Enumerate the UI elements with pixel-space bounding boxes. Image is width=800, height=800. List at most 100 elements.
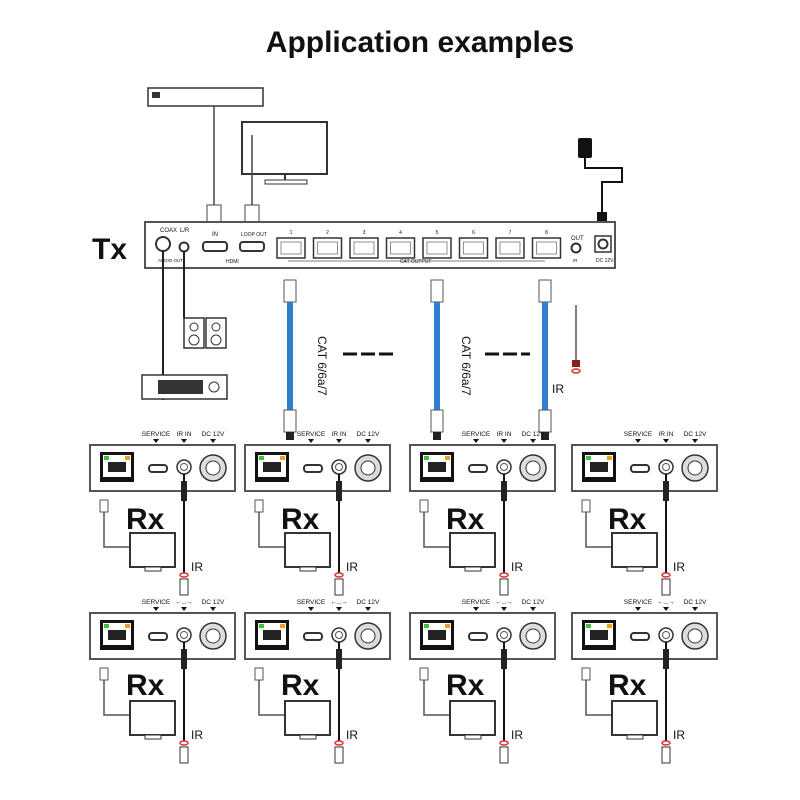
rj45-port[interactable] (582, 452, 616, 482)
ir-in-port[interactable] (331, 459, 347, 475)
dc-label: DC 12V (596, 258, 614, 264)
cat-output-port-3[interactable]: 3 (349, 230, 379, 259)
ir-in-port[interactable] (176, 459, 192, 475)
rj45-port[interactable] (255, 452, 289, 482)
rx-ir-label: IR (191, 560, 203, 574)
cat-output-port-4[interactable]: 4 (385, 230, 416, 259)
service-usb-port[interactable] (303, 464, 323, 473)
hdmi-in-label: IN (212, 232, 218, 238)
cat-output-port-5[interactable]: 5 (422, 230, 452, 259)
service-usb-port[interactable] (303, 632, 323, 641)
monitor-icon (611, 700, 658, 740)
service-usb-port[interactable] (630, 632, 650, 641)
service-usb-port[interactable] (468, 632, 488, 641)
service-usb-port[interactable] (148, 632, 168, 641)
lr-port-label: L/R (180, 228, 190, 234)
ir-emitter-icon (179, 572, 189, 596)
ir-in-port[interactable] (496, 627, 512, 643)
cat-output-port-2[interactable]: 2 (312, 230, 343, 259)
power-adapter-icon (578, 138, 623, 222)
ir-in-port[interactable] (176, 627, 192, 643)
rj45-port[interactable] (582, 620, 616, 650)
ir-emitter-icon (661, 572, 671, 596)
rx-label: Rx (446, 669, 485, 702)
cat-output-port-6[interactable]: 6 (458, 230, 489, 259)
rx-port-label: IR IN (177, 431, 192, 438)
cat-cable (430, 279, 444, 440)
dc-port[interactable] (597, 238, 609, 250)
hdmi-group-label: HDMI (226, 259, 239, 265)
rj45-port[interactable] (255, 620, 289, 650)
tx-label: Tx (92, 233, 127, 266)
cable-type-label: CAT 6/6a/7 (315, 336, 329, 396)
ir-in-port[interactable] (496, 459, 512, 475)
cable-type-label: CAT 6/6a/7 (459, 336, 473, 396)
hdmi-in-port[interactable] (202, 241, 228, 252)
rj45-port[interactable] (420, 620, 454, 650)
rx-ir-label: IR (346, 560, 358, 574)
rx-port-label: DC 12V (357, 599, 380, 606)
rx-port-label: SERVICE (297, 431, 326, 438)
cat-port-number: 7 (509, 230, 512, 236)
rx-port-label: ←‥→ (495, 599, 512, 606)
ir-out-label: OUT (571, 236, 584, 242)
monitor-icon (611, 532, 658, 572)
rx-port-label: DC 12V (522, 431, 545, 438)
coax-port[interactable] (155, 236, 171, 252)
rx-ir-label: IR (346, 728, 358, 742)
ir-emitter-icon (499, 740, 509, 764)
rx-port-label: SERVICE (142, 431, 171, 438)
rx-port-label: SERVICE (462, 599, 491, 606)
ir-in-port[interactable] (658, 459, 674, 475)
rx-port-label: SERVICE (462, 431, 491, 438)
cat-port-number: 3 (363, 230, 366, 236)
rx-port-label: DC 12V (202, 431, 225, 438)
amplifier-icon (141, 374, 228, 400)
service-usb-port[interactable] (630, 464, 650, 473)
rj45-port[interactable] (420, 452, 454, 482)
speakers-icon (183, 317, 227, 349)
rx-ir-label: IR (511, 728, 523, 742)
rx-label: Rx (126, 669, 165, 702)
cat-output-port-1[interactable]: 1 (276, 230, 306, 259)
monitor-icon (129, 700, 176, 740)
rx-port-label: IR IN (332, 431, 347, 438)
ir-in-port[interactable] (331, 627, 347, 643)
coax-port-label: COAX (160, 228, 177, 234)
page-title: Application examples (266, 26, 574, 59)
ir-in-port[interactable] (658, 627, 674, 643)
ir-emitter-icon (499, 572, 509, 596)
rx-label: Rx (126, 503, 165, 536)
rx-port-label: DC 12V (357, 431, 380, 438)
rj45-port[interactable] (100, 620, 134, 650)
cat-port-number: 2 (326, 230, 329, 236)
rx-port-label: ←‥→ (175, 599, 192, 606)
rx-label: Rx (608, 503, 647, 536)
monitor-icon (449, 700, 496, 740)
monitor-icon (284, 532, 331, 572)
cat-port-number: 4 (399, 230, 402, 236)
ir-receiver-icon (571, 305, 581, 374)
monitor-icon (241, 121, 328, 223)
rx-label: Rx (446, 503, 485, 536)
hdmi-loop-out-port[interactable] (239, 241, 265, 252)
service-usb-port[interactable] (468, 464, 488, 473)
rj45-port[interactable] (100, 452, 134, 482)
service-usb-port[interactable] (148, 464, 168, 473)
cat-output-port-8[interactable]: 8 (531, 230, 562, 259)
ir-out-port[interactable] (570, 242, 582, 254)
lr-port[interactable] (178, 241, 190, 253)
cat-port-number: 5 (436, 230, 439, 236)
cat-cable (283, 279, 297, 440)
rx-port-label: DC 12V (684, 599, 707, 606)
cat-output-port-7[interactable]: 7 (495, 230, 525, 259)
cat-output-label: CAT OUTPUT (400, 259, 431, 265)
rx-label: Rx (608, 669, 647, 702)
monitor-icon (284, 700, 331, 740)
cat-port-number: 8 (545, 230, 548, 236)
